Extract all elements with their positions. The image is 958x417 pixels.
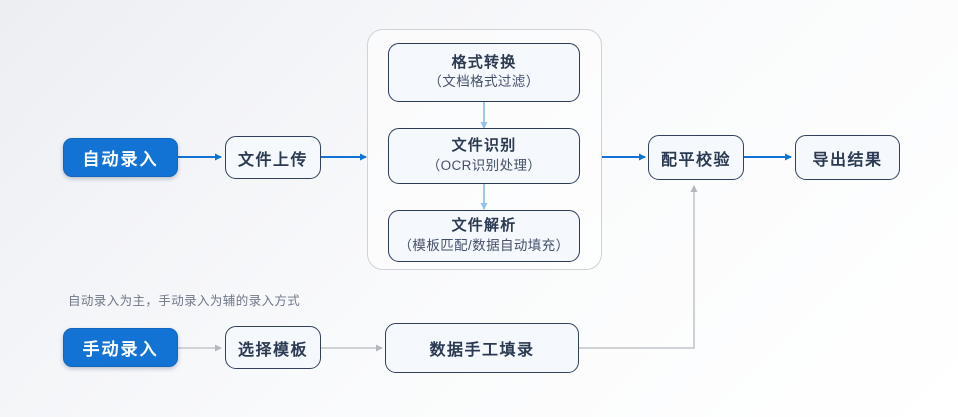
node-auto-entry-label: 自动录入 <box>82 150 159 169</box>
node-file-recognize-sub: （OCR识别处理） <box>426 157 542 173</box>
node-file-recognize[interactable]: 文件识别 （OCR识别处理） <box>388 128 580 184</box>
node-format-convert[interactable]: 格式转换 （文档格式过滤） <box>388 43 580 102</box>
node-manual-entry[interactable]: 手动录入 <box>63 328 178 367</box>
node-export-result-label: 导出结果 <box>812 151 883 169</box>
node-format-convert-sub: （文档格式过滤） <box>428 74 540 90</box>
node-select-template[interactable]: 选择模板 <box>225 326 321 369</box>
node-file-recognize-label: 文件识别 <box>451 137 517 155</box>
node-export-result[interactable]: 导出结果 <box>795 135 900 180</box>
node-manual-entry-label: 手动录入 <box>82 340 159 359</box>
node-file-upload[interactable]: 文件上传 <box>225 136 321 179</box>
node-file-parse[interactable]: 文件解析 （模板匹配/数据自动填充） <box>388 210 580 262</box>
node-manual-fill-label: 数据手工填录 <box>429 342 535 359</box>
node-file-parse-label: 文件解析 <box>451 217 517 235</box>
node-select-template-label: 选择模板 <box>237 341 308 359</box>
node-format-convert-label: 格式转换 <box>451 53 517 71</box>
flow-caption: 自动录入为主，手动录入为辅的录入方式 <box>68 294 301 308</box>
node-file-parse-sub: （模板匹配/数据自动填充） <box>398 237 570 253</box>
node-balance-check-label: 配平校验 <box>660 151 731 169</box>
node-manual-fill[interactable]: 数据手工填录 <box>385 323 579 373</box>
node-auto-entry[interactable]: 自动录入 <box>63 138 178 177</box>
node-file-upload-label: 文件上传 <box>237 151 308 169</box>
node-balance-check[interactable]: 配平校验 <box>648 135 744 180</box>
